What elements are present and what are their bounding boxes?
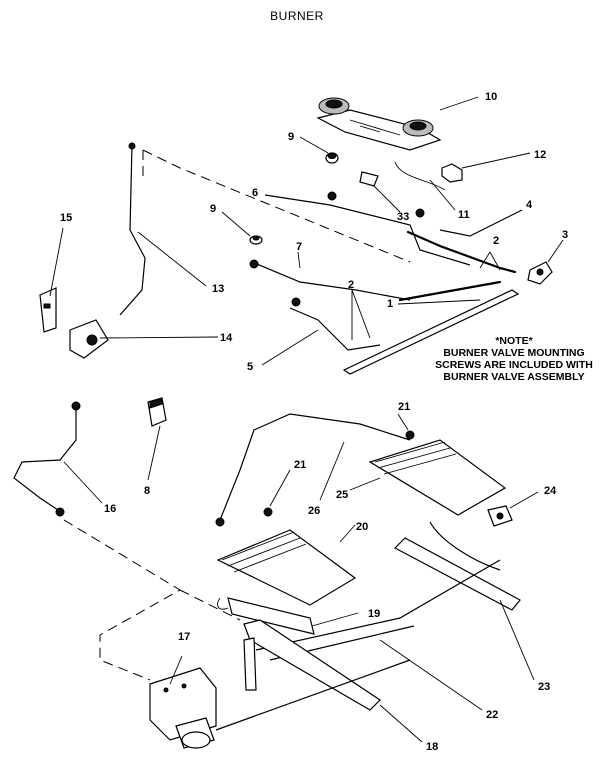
leader-21b — [269, 469, 291, 507]
callout-17: 17 — [178, 631, 190, 643]
leader-11 — [429, 179, 456, 211]
part-14-regulator — [69, 319, 109, 359]
leader-20 — [339, 524, 356, 543]
leader-14 — [99, 336, 219, 339]
callout-1: 1 — [387, 298, 393, 310]
part-26-harness — [219, 413, 411, 521]
part-20-burner-plate — [216, 529, 357, 606]
part-1-manifold-rail — [342, 289, 520, 375]
callout-13: 13 — [212, 283, 224, 295]
callout-2-center: 2 — [348, 279, 354, 291]
callout-11: 11 — [458, 209, 470, 221]
leader-4 — [439, 209, 523, 237]
callout-22: 22 — [486, 709, 498, 721]
leader-2a — [479, 251, 501, 271]
note-line-1: BURNER VALVE MOUNTING — [443, 347, 584, 359]
leader-13 — [137, 231, 207, 287]
callout-24: 24 — [544, 485, 557, 497]
leader-7 — [297, 251, 301, 269]
upper-frame-outline — [142, 149, 411, 263]
leader-10 — [439, 96, 479, 111]
leader-1 — [397, 299, 481, 305]
note-line-3: BURNER VALVE ASSEMBLY — [443, 371, 584, 383]
leader-21a — [397, 413, 409, 431]
leader-26 — [319, 441, 345, 501]
leader-16 — [63, 461, 103, 504]
leader-17 — [169, 655, 183, 685]
callout-26: 26 — [308, 505, 320, 517]
leader-19 — [311, 612, 359, 627]
part-33-clip — [359, 171, 379, 187]
part-13-tube — [119, 144, 146, 316]
leader-3 — [547, 239, 564, 263]
callout-12: 12 — [534, 149, 546, 161]
callout-6: 6 — [252, 187, 258, 199]
leader-2b — [351, 289, 371, 340]
part-19-bar — [217, 597, 315, 635]
part-17-valve-body — [149, 659, 411, 749]
part-5-lead — [289, 307, 381, 351]
callout-15: 15 — [60, 212, 72, 224]
part-6-tube — [264, 194, 471, 266]
part-9-grommet-middle — [249, 235, 263, 245]
callout-20: 20 — [356, 521, 368, 533]
leader-8 — [147, 425, 161, 481]
part-10-top-burners — [316, 97, 442, 151]
leader-33 — [373, 185, 401, 213]
part-4-manifold — [406, 230, 517, 274]
callout-7: 7 — [296, 241, 302, 253]
note-line-2: SCREWS ARE INCLUDED WITH — [435, 359, 593, 371]
lower-left-dashed — [63, 519, 241, 681]
note-heading: *NOTE* — [495, 335, 533, 347]
part-12-bracket — [441, 163, 463, 183]
leader-23 — [499, 599, 535, 681]
part-21-screw-lower — [263, 507, 273, 517]
part-23-burner-tube — [394, 537, 521, 611]
callout-25: 25 — [336, 489, 348, 501]
callout-4: 4 — [526, 199, 533, 211]
callout-23: 23 — [538, 681, 550, 693]
callout-9-middle: 9 — [210, 203, 216, 215]
part-21-screw-upper — [405, 430, 415, 440]
part-18-burner — [243, 619, 381, 711]
callout-33: 33 — [397, 211, 409, 223]
part-9-grommet-upper — [325, 152, 339, 164]
leader-22 — [379, 639, 483, 711]
leader-25 — [349, 477, 381, 491]
callout-19: 19 — [368, 608, 380, 620]
callout-3: 3 — [562, 229, 568, 241]
leader-5 — [261, 329, 319, 366]
callout-9-upper: 9 — [288, 131, 294, 143]
leader-9a — [299, 136, 329, 154]
callout-14: 14 — [220, 332, 233, 344]
callout-16: 16 — [104, 503, 116, 515]
part-15-bracket — [39, 287, 57, 333]
diagram-title: BURNER — [270, 9, 324, 23]
leader-24 — [509, 491, 539, 509]
callout-2-right: 2 — [493, 235, 499, 247]
leader-15 — [49, 227, 64, 297]
part-8-knob — [147, 397, 167, 427]
part-3-valve — [527, 261, 553, 285]
part-25-burner-plate — [368, 439, 507, 516]
callout-18: 18 — [426, 741, 438, 753]
callout-5: 5 — [247, 361, 253, 373]
part-7-lead — [251, 261, 411, 301]
part-11-wire — [394, 161, 446, 191]
leader-18 — [379, 704, 423, 743]
leader-9b — [221, 211, 251, 237]
callout-10: 10 — [485, 91, 497, 103]
burner-valve-note: *NOTE* BURNER VALVE MOUNTING SCREWS ARE … — [435, 335, 593, 383]
part-16-thermocouple — [13, 408, 77, 511]
callout-21-lower: 21 — [294, 459, 306, 471]
callout-8: 8 — [144, 485, 150, 497]
part-24-orifice — [487, 505, 513, 527]
callout-21-upper: 21 — [398, 401, 410, 413]
leader-12 — [461, 152, 531, 169]
